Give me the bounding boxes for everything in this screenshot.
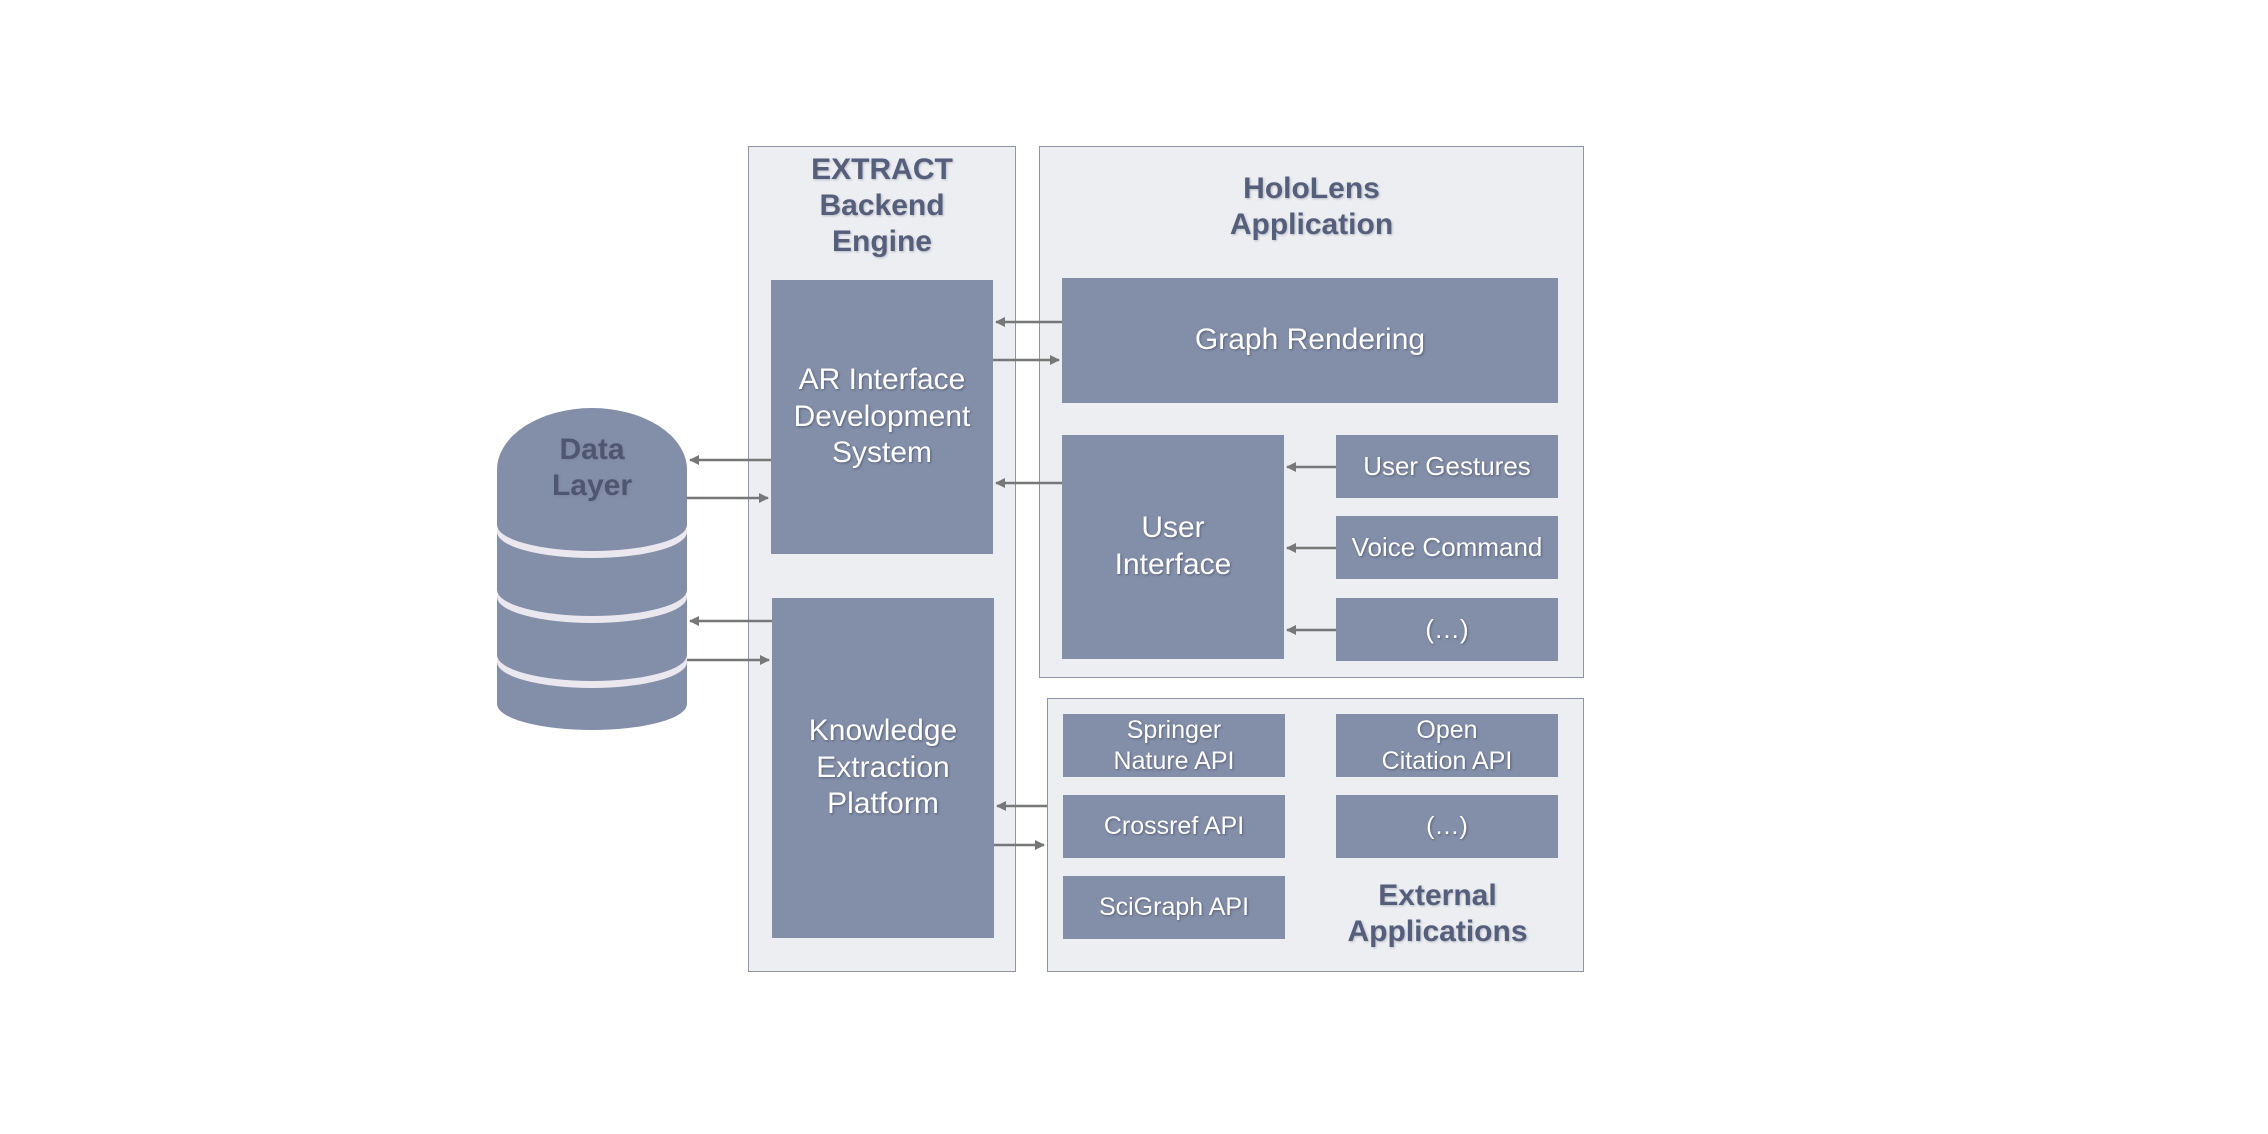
graph-rendering-box: Graph Rendering — [1062, 278, 1558, 403]
user-gestures-box: User Gestures — [1336, 435, 1558, 498]
scigraph-api-box: SciGraph API — [1063, 876, 1285, 939]
springer-nature-api-box: Springer Nature API — [1063, 714, 1285, 777]
cylinder-disk-1 — [497, 408, 687, 551]
hololens-application-title: HoloLens Application — [1229, 172, 1394, 241]
external-applications-title: External Applications — [1347, 879, 1528, 948]
ar-interface-development-system: AR Interface Development System — [771, 280, 993, 554]
voice-command-box: Voice Command — [1336, 516, 1558, 579]
extract-backend-title: EXTRACT Backend Engine — [811, 153, 953, 258]
knowledge-extraction-platform: Knowledge Extraction Platform — [772, 598, 994, 938]
data-layer-label: Data Layer — [551, 433, 633, 502]
crossref-api-box: Crossref API — [1063, 795, 1285, 858]
user-interface-box: User Interface — [1062, 435, 1284, 659]
more-inputs-box: (…) — [1336, 598, 1558, 661]
more-apis-box: (…) — [1336, 795, 1558, 858]
open-citation-api-box: Open Citation API — [1336, 714, 1558, 777]
